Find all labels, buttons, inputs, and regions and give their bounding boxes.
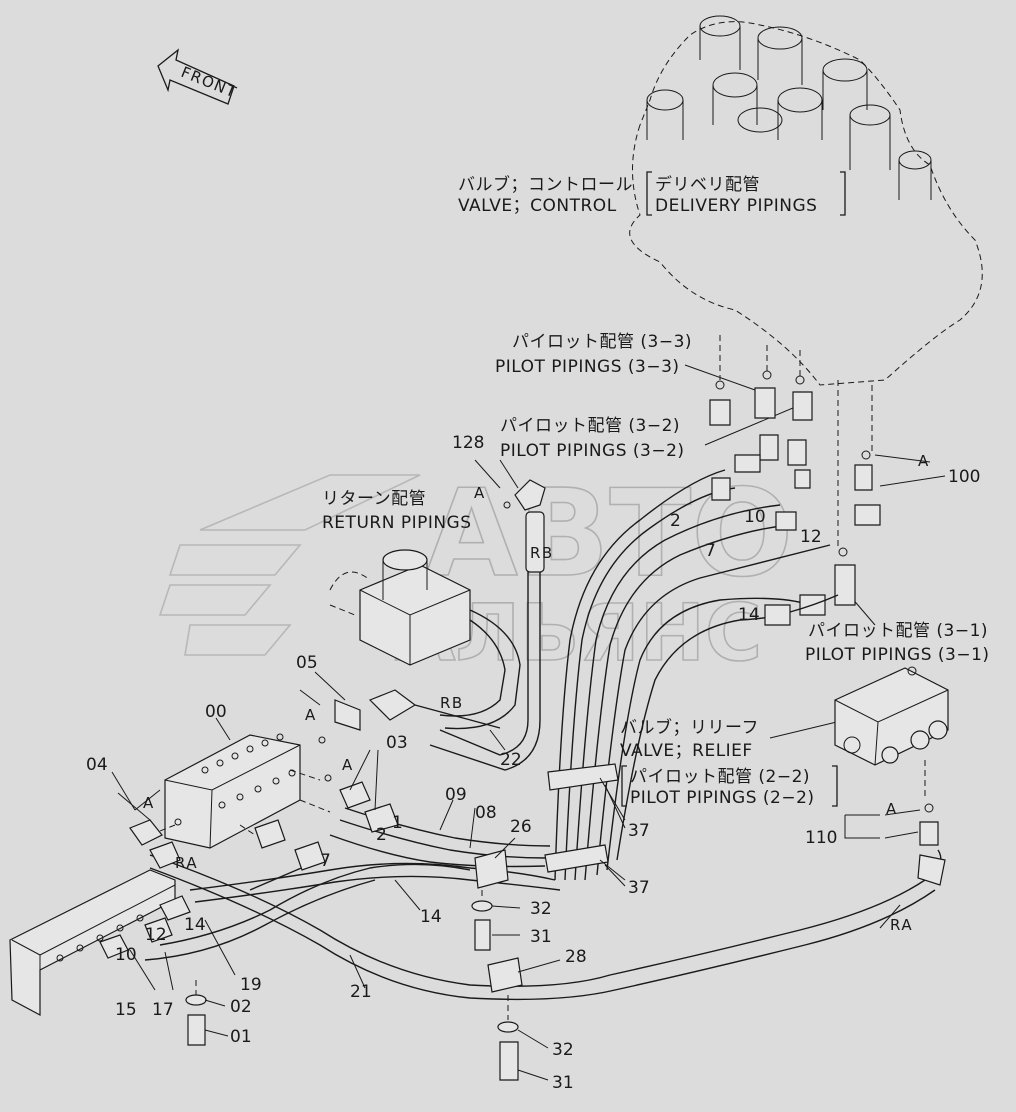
tag-A-128: A [474,484,486,502]
valve-port-leaders [719,335,873,550]
tag-RA-right: RA [890,916,913,934]
return-pipe-block [329,549,521,730]
part-02: 02 [230,997,252,1017]
pilot-3-1-en: PILOT PIPINGS (3−1) [805,645,990,665]
relief-en: VALVE；RELIEF [620,741,753,761]
hose-2-lower: 2 [376,825,387,845]
part-05: 05 [296,653,318,673]
control-valve-label: バルブ；コントロール VALVE；CONTROL デリベリ配管 DELIVERY… [458,171,846,216]
hose-1-lower: 1 [392,813,403,833]
port-RB-bottom: RB [440,694,464,712]
watermark-line1: АВТО [425,465,793,604]
return-label: リターン配管 RETURN PIPINGS [322,489,472,533]
part-00: 00 [205,702,227,722]
tag-A-05: A [305,706,317,724]
part-15: 15 [115,1000,137,1020]
pilot-2-2-en: PILOT PIPINGS (2−2) [630,788,815,808]
control-valve-jp: バルブ；コントロール [458,174,633,195]
bundle-clamps [544,763,626,881]
part-09: 09 [445,785,467,805]
pilot-3-2-en: PILOT PIPINGS (3−2) [500,441,685,461]
control-valve-body [629,15,983,386]
port-RB-top: RB [530,544,554,562]
part-01: 01 [230,1027,252,1047]
part-37-upper: 37 [628,821,650,841]
part-14: 14 [420,907,442,927]
part-31-upper: 31 [530,927,552,947]
pilot-2-2-jp: パイロット配管 (2−2) [630,767,810,787]
tag-A-100: A [918,452,930,470]
part-28: 28 [565,947,587,967]
hose-12-lower: 12 [145,925,167,945]
hose-10-lower: 10 [115,945,137,965]
bolts-washers [185,890,519,1081]
delivery-jp: デリベリ配管 [655,174,760,195]
pilot-fittings [709,370,881,626]
return-hose-rb: RB [368,689,506,751]
lower-hoses [144,807,942,1001]
relief-valve-label: バルブ；リリーフ VALVE；RELIEF パイロット配管 (2−2) PILO… [620,717,846,808]
part-37-lower: 37 [628,878,650,898]
part-128: 128 [452,433,484,453]
front-arrow: FRONT [157,48,240,105]
tag-A-110: A [886,800,898,818]
part-32-lower: 32 [552,1040,574,1060]
pilot-3-2-jp: パイロット配管 (3−2) [500,416,680,436]
part-21: 21 [350,982,372,1002]
pilot-3-3-en: PILOT PIPINGS (3−3) [495,357,680,377]
fitting-128 [474,459,546,511]
control-valve-en: VALVE；CONTROL [458,196,617,216]
tag-A-04: A [143,794,155,812]
part-100: 100 [948,467,980,487]
watermark-logo [158,474,421,656]
hose-12-upper: 12 [800,527,822,547]
part-number-callouts: 00 01 02 03 04 05 08 09 14 15 17 19 21 2… [86,433,980,1093]
pilot-3-3-jp: パイロット配管 (3−3) [512,332,692,352]
pilot-3-1-jp: パイロット配管 (3−1) [808,621,988,641]
manifold-00 [149,733,331,849]
hose-7-lower: 7 [320,851,331,871]
part-03: 03 [386,733,408,753]
part-110: 110 [805,828,837,848]
part-19: 19 [240,975,262,995]
relief-valve-body [834,666,949,800]
hose-callouts: 2 7 10 12 14 1 2 7 14 12 10 [115,507,822,965]
leader-lines [111,454,946,1081]
part-04: 04 [86,755,108,775]
part-08: 08 [475,803,497,823]
pilot-3-2-label: パイロット配管 (3−2) PILOT PIPINGS (3−2) [500,404,801,461]
bracket-plate [9,869,176,1017]
clamps-lower [474,849,523,993]
tag-A-03: A [342,756,354,774]
hose-14-lower: 14 [184,915,206,935]
part-22: 22 [500,750,522,770]
return-en: RETURN PIPINGS [322,513,472,533]
pilot-3-1-label: パイロット配管 (3−1) PILOT PIPINGS (3−1) [805,589,990,665]
delivery-en: DELIVERY PIPINGS [655,196,817,216]
hose-7-upper: 7 [705,541,716,561]
lower-fittings [99,699,946,959]
relief-jp: バルブ；リリーフ [620,717,759,738]
main-hose-bundle: RB [429,469,831,881]
hose-14-upper: 14 [738,605,760,625]
hose-10-upper: 10 [744,507,766,527]
hose-2-upper: 2 [670,511,681,531]
return-jp: リターン配管 [322,489,426,509]
tag-RA-left: RA [175,854,198,872]
part-31-lower: 31 [552,1073,574,1093]
part-26: 26 [510,817,532,837]
port-tags: A A A A A A RA RA [143,452,930,934]
part-32-upper: 32 [530,899,552,919]
part-17: 17 [152,1000,174,1020]
pilot-3-3-label: パイロット配管 (3−3) PILOT PIPINGS (3−3) [495,332,756,391]
